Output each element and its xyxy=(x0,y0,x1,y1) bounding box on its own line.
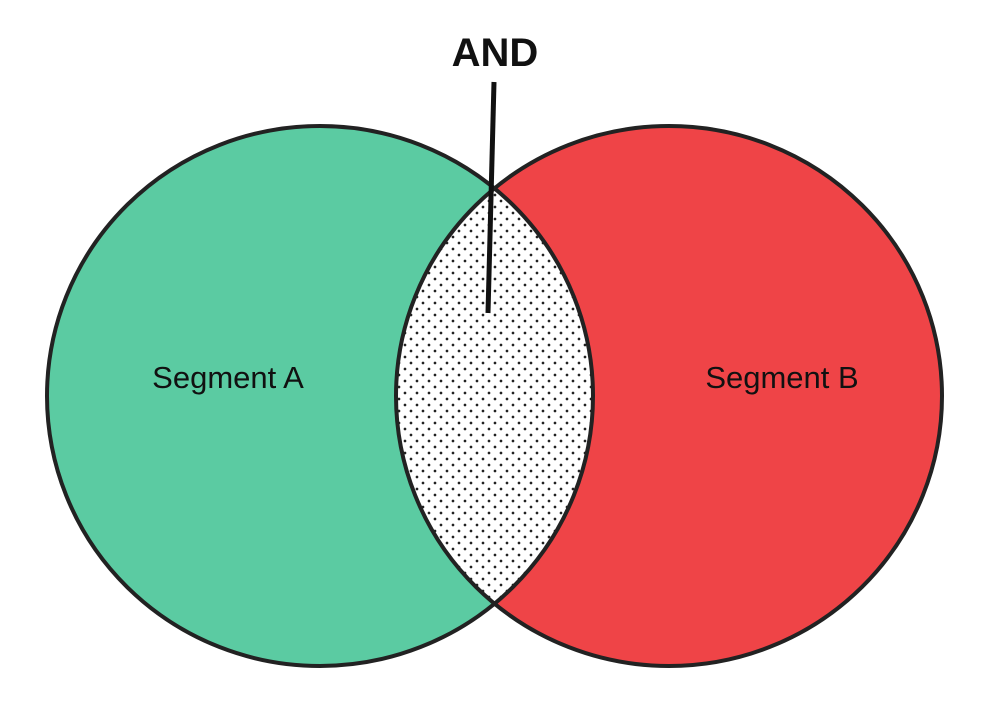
segment-a-outline xyxy=(45,124,595,668)
intersection-dotted-fill xyxy=(396,126,593,666)
intersection-region xyxy=(396,126,593,666)
segment-a-label: Segment A xyxy=(152,360,304,395)
and-label: AND xyxy=(452,31,539,75)
segment-b-label: Segment B xyxy=(705,360,858,395)
and-pointer-line xyxy=(485,81,497,314)
segment-b-outline xyxy=(394,124,944,668)
